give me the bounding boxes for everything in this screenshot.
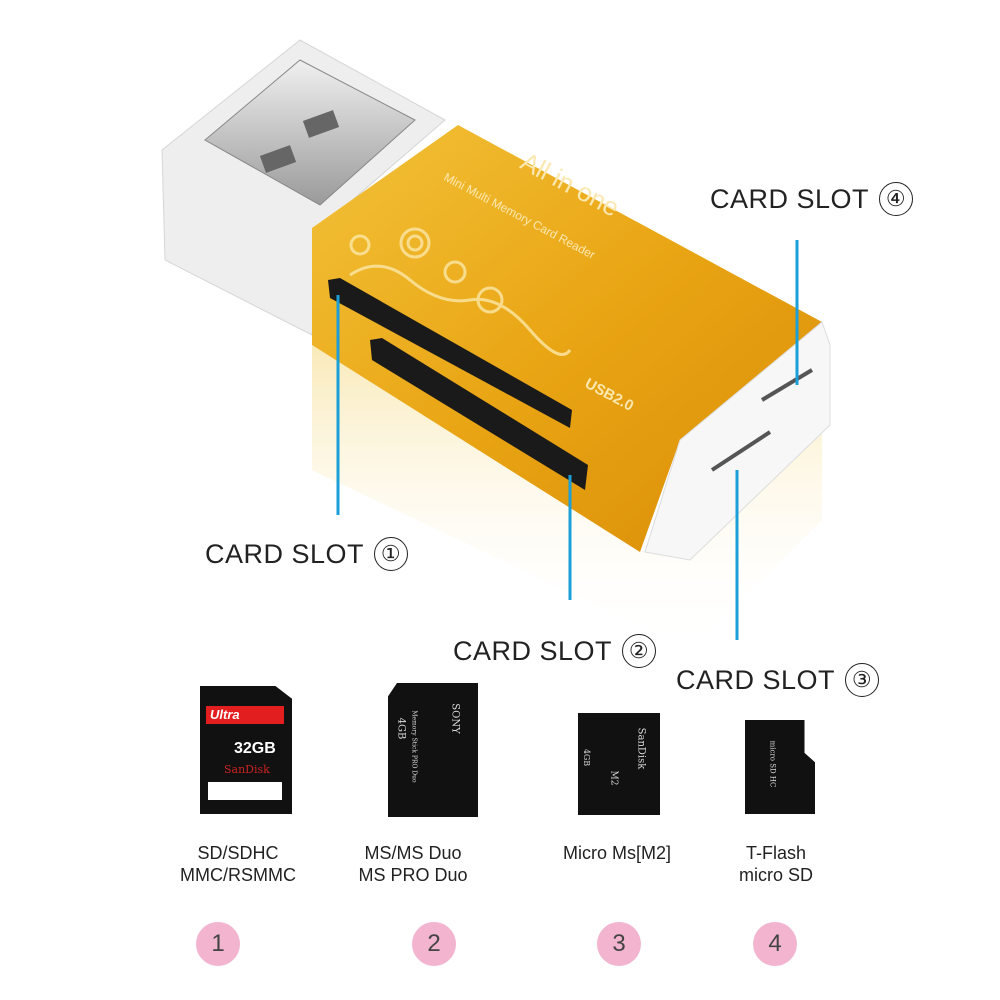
slot-label-text: CARD SLOT [453, 635, 613, 666]
slot-label-text: CARD SLOT [710, 183, 870, 214]
slot-1-opening [328, 278, 572, 428]
slot-label-text: CARD SLOT [205, 538, 365, 569]
microsd-card-image: micro SD HC [745, 720, 815, 814]
usb-pin-hole [302, 110, 340, 138]
slot-badge-4: 4 [753, 922, 797, 966]
card-print: 32GB [234, 740, 276, 757]
slot-badge-2: 2 [412, 922, 456, 966]
caption-line: Micro Ms[M2] [563, 843, 671, 863]
card-print: 4GB [395, 717, 407, 740]
memory-stick-image: SONY Memory Stick PRO Duo 4GB [388, 683, 478, 817]
card-caption-4: T-Flash micro SD [701, 842, 851, 886]
card-print: SONY [449, 703, 461, 734]
slot-badge-3: 3 [597, 922, 641, 966]
slot-label-3: CARD SLOT ③ [676, 663, 880, 697]
slot-label-2: CARD SLOT ② [453, 634, 657, 668]
usb-pin-hole [259, 145, 297, 173]
reflection [312, 345, 822, 650]
caption-line: MS/MS Duo [364, 843, 462, 863]
slot-badge-1: 1 [196, 922, 240, 966]
caption-line: T-Flash [745, 843, 806, 863]
sd-card-image: Ultra 32GB SanDisk [200, 686, 292, 814]
card-print: 4GB [582, 748, 592, 767]
card-caption-3: Micro Ms[M2] [542, 842, 692, 864]
slot-number: ① [374, 537, 409, 571]
slot-number: ③ [845, 663, 880, 697]
card-print: SanDisk [635, 727, 647, 770]
card-print: SanDisk [224, 763, 270, 776]
caption-line: MMC/RSMMC [180, 865, 296, 885]
card-print: M2 [608, 770, 619, 786]
card-caption-1: SD/SDHC MMC/RSMMC [163, 842, 313, 886]
card-caption-2: MS/MS Duo MS PRO Duo [338, 842, 488, 886]
swirl-decoration [349, 227, 572, 356]
card-print: Ultra [210, 707, 240, 722]
caption-line: micro SD [738, 865, 813, 885]
slot-label-text: CARD SLOT [676, 664, 836, 695]
slot-3-opening [710, 430, 772, 472]
slot-2-opening [370, 338, 588, 490]
reader-body [312, 125, 822, 552]
slot-label-4: CARD SLOT ④ [710, 182, 914, 216]
caption-line: MS PRO Duo [358, 865, 468, 885]
caption-line: SD/SDHC [197, 843, 279, 863]
m2-card-image: SanDisk M2 4GB [578, 713, 660, 815]
card-print: Memory Stick PRO Duo [410, 710, 418, 783]
callout-lines [336, 240, 799, 640]
slot-label-1: CARD SLOT ① [205, 537, 409, 571]
slot-number: ④ [879, 182, 914, 216]
slot-number: ② [622, 634, 657, 668]
reader-end-cap [644, 321, 831, 561]
card-print: micro SD HC [768, 740, 777, 788]
slot-4-opening [760, 368, 814, 402]
